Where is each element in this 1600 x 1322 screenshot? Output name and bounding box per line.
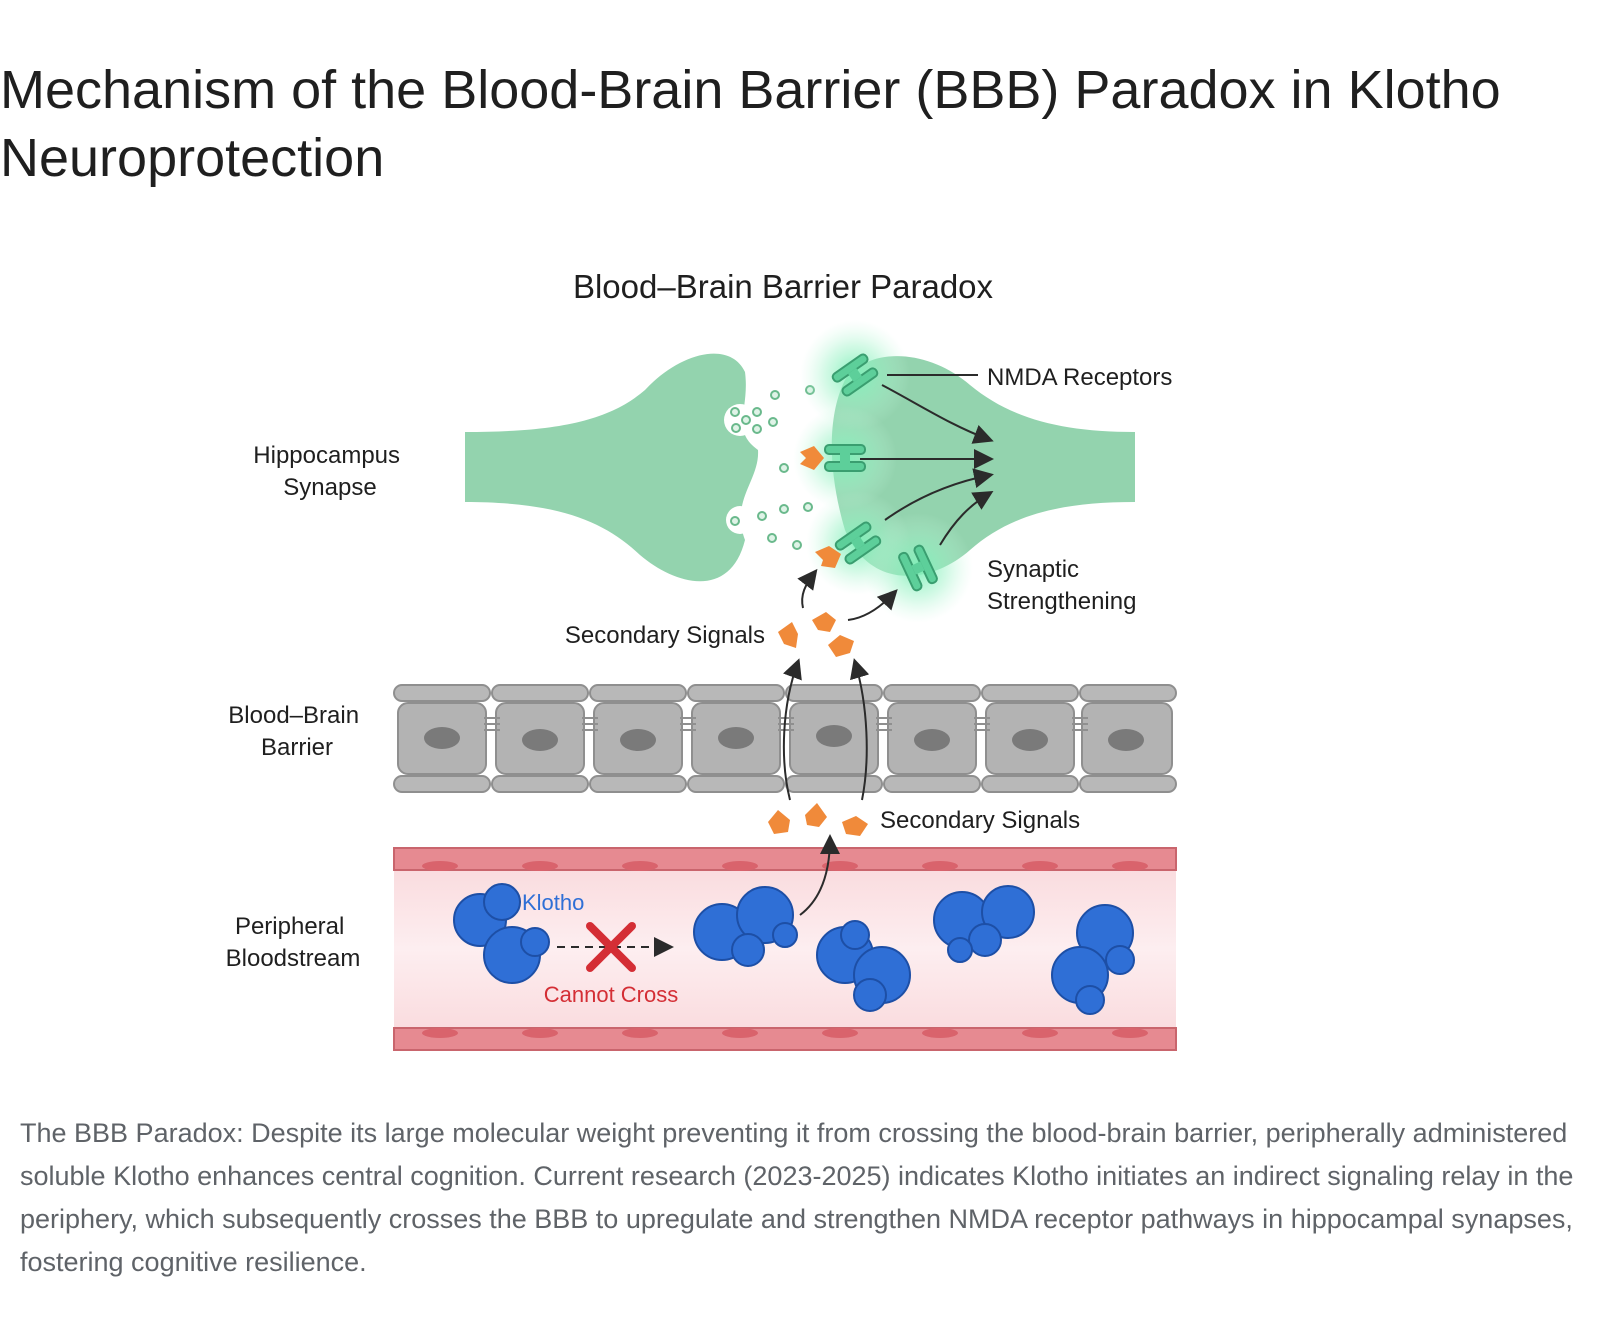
strengthening-arrows [860,384,994,546]
bloodstream-label: Peripheral Bloodstream [226,913,361,972]
secondary-signals-upper-label: Secondary Signals [565,622,765,649]
presynaptic-terminal [465,353,759,582]
endothelial-cell [883,684,981,793]
synaptic-strengthening-line: Synaptic [987,556,1079,583]
bbb-label-line: Blood–Brain [228,702,359,729]
bloodstream-label-line: Bloodstream [226,945,361,972]
cannot-cross-label: Cannot Cross [544,982,679,1007]
endothelial-cell [589,684,687,793]
bound-signal [815,546,841,568]
crossing-arrows [782,658,870,801]
hippocampus-label: Hippocampus Synapse [253,442,406,501]
secondary-signals-lower [768,803,868,836]
bloodstream-label-line: Peripheral [235,913,344,940]
bbb-diagram: Blood–Brain Barrier Paradox [0,240,1600,1100]
secondary-signals-upper [778,612,854,657]
nmda-receptor [831,353,879,397]
klotho-protein [453,883,550,984]
endothelial-cell [491,684,589,793]
page-title: Mechanism of the Blood-Brain Barrier (BB… [0,60,1501,188]
klotho-protein [816,920,911,1012]
signal-release-arrow [799,834,840,916]
peripheral-bloodstream [393,834,1177,1051]
bbb-label: Blood–Brain Barrier [228,702,365,761]
hippocampus-label-line: Hippocampus [253,442,400,469]
endothelial-cell [393,684,491,793]
klotho-protein [933,885,1035,963]
synaptic-strengthening-label: Synaptic Strengthening [987,556,1136,615]
endothelial-cell [1079,684,1177,793]
endothelial-cell [981,684,1079,793]
synaptic-strengthening-line: Strengthening [987,588,1136,615]
klotho-protein [1051,904,1135,1015]
nmda-receptor [898,544,938,592]
blood-brain-barrier [393,658,1177,801]
secondary-signals-lower-label: Secondary Signals [880,807,1080,834]
bound-signal [800,446,824,470]
klotho-protein [693,886,798,967]
nmda-receptor [824,444,866,472]
diagram-title: Blood–Brain Barrier Paradox [573,268,994,305]
vessel-wall-top [393,847,1177,871]
hippocampus-synapse [465,320,1135,623]
nmda-receptor [834,521,882,565]
bbb-label-line: Barrier [261,734,333,761]
klotho-label: Klotho [522,890,584,915]
figure-caption: The BBB Paradox: Despite its large molec… [20,1118,1574,1277]
hippocampus-label-line: Synapse [283,474,376,501]
cannot-cross-icon [586,922,636,972]
endothelial-cell [785,684,883,793]
endothelial-cell [687,684,785,793]
vessel-wall-bottom [393,1027,1177,1051]
nmda-receptors-label: NMDA Receptors [987,364,1172,391]
